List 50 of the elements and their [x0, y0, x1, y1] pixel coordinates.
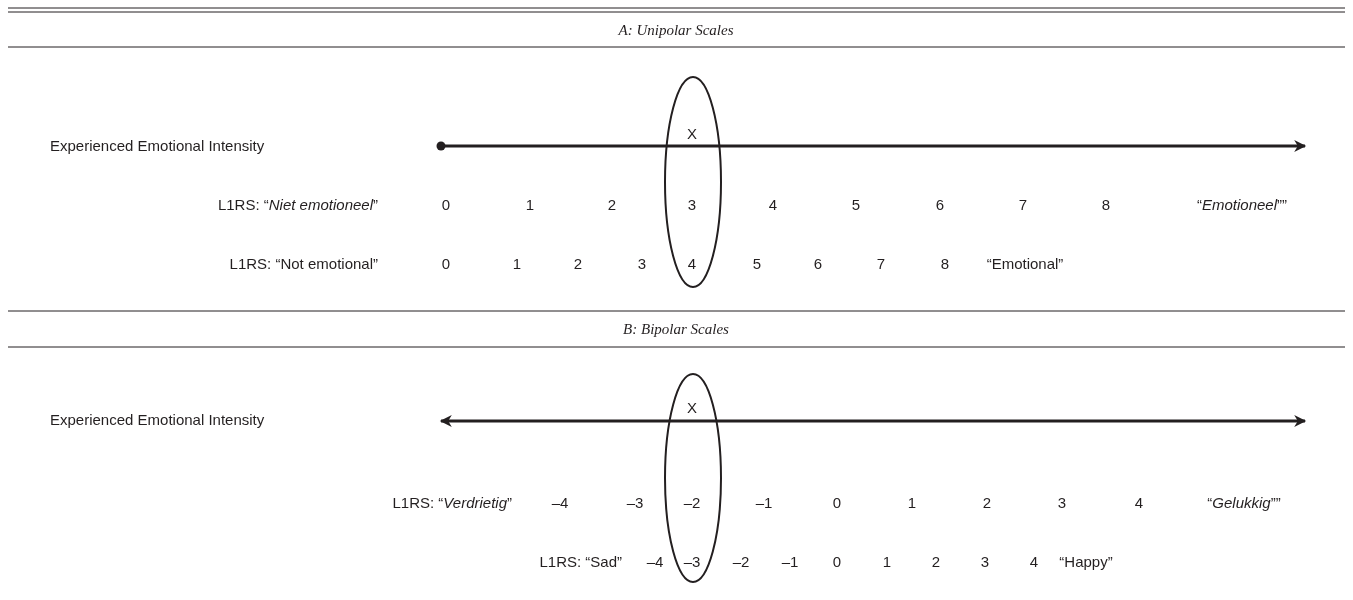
- scale-value: 3: [687, 196, 697, 214]
- scale-value: 4: [1029, 553, 1039, 571]
- scale-value: –1: [755, 494, 773, 512]
- scale-value: 4: [1134, 494, 1144, 512]
- panel-title: A: Unipolar Scales: [618, 21, 734, 39]
- scale-value: 7: [1018, 196, 1028, 214]
- scale-anchor-label: “Emotional”: [986, 255, 1064, 273]
- scale-value: 8: [1101, 196, 1111, 214]
- scale-value: 0: [832, 494, 842, 512]
- scale-value: 1: [907, 494, 917, 512]
- scale-value: 0: [832, 553, 842, 571]
- scale-value: 0: [441, 196, 451, 214]
- scale-value: 3: [1057, 494, 1067, 512]
- scale-label: L1RS: “Niet emotioneel”: [217, 196, 378, 214]
- scale-value: –3: [626, 494, 644, 512]
- scale-value: 4: [768, 196, 778, 214]
- scale-value: 6: [813, 255, 823, 273]
- axis-label: Experienced Emotional Intensity: [50, 137, 265, 155]
- scale-anchor-label: “Gelukkig””: [1207, 494, 1281, 512]
- scale-label: L1RS: “Sad”: [539, 553, 622, 571]
- scale-value: 4: [687, 255, 697, 273]
- scale-value: 1: [525, 196, 535, 214]
- scale-value: –4: [646, 553, 664, 571]
- scale-value: 8: [940, 255, 950, 273]
- scale-value: 3: [637, 255, 647, 273]
- x-mark: X: [687, 399, 697, 417]
- scale-value: –3: [683, 553, 701, 571]
- scale-anchor-label: “Happy”: [1059, 553, 1113, 571]
- panel-title: B: Bipolar Scales: [623, 320, 729, 338]
- axis-label: Experienced Emotional Intensity: [50, 411, 265, 429]
- scale-value: 5: [752, 255, 762, 273]
- scale-value: –2: [732, 553, 750, 571]
- scale-label: L1RS: “Verdrietig”: [392, 494, 512, 512]
- scale-value: 2: [607, 196, 617, 214]
- scale-value: 6: [935, 196, 945, 214]
- scale-value: 5: [851, 196, 861, 214]
- scale-value: 3: [980, 553, 990, 571]
- scale-value: 0: [441, 255, 451, 273]
- scale-value: –2: [683, 494, 701, 512]
- scale-value: 2: [982, 494, 992, 512]
- scale-label: L1RS: “Not emotional”: [229, 255, 378, 273]
- scale-value: 2: [931, 553, 941, 571]
- scale-value: 1: [512, 255, 522, 273]
- scale-anchor-label: “Emotioneel””: [1197, 196, 1287, 214]
- x-mark: X: [687, 125, 697, 143]
- scale-value: 2: [573, 255, 583, 273]
- scale-value: 7: [876, 255, 886, 273]
- scale-value: –1: [781, 553, 799, 571]
- scale-value: –4: [551, 494, 569, 512]
- scale-value: 1: [882, 553, 892, 571]
